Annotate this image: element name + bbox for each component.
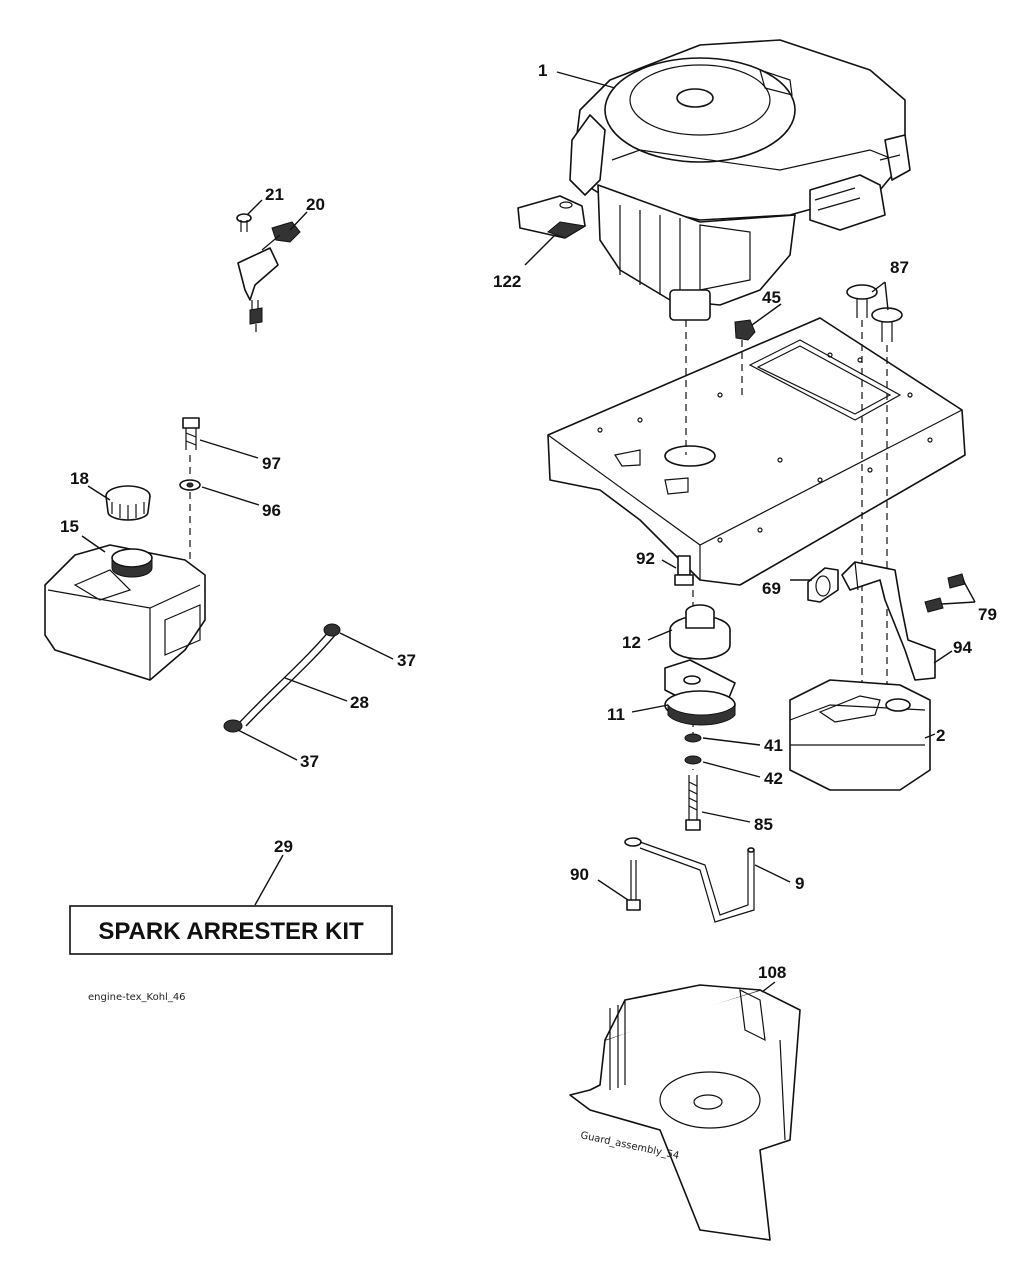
callout-2: 2 xyxy=(936,726,945,745)
callout-69: 69 xyxy=(762,579,781,598)
callout-108: 108 xyxy=(758,963,786,982)
spark-arrester-kit-label: SPARK ARRESTER KIT xyxy=(98,918,364,945)
callout-96: 96 xyxy=(262,501,281,520)
part-90-bolt xyxy=(626,860,641,911)
frame-plate xyxy=(547,317,966,586)
file-tag: engine-tex_Kohl_46 xyxy=(88,992,186,1003)
callout-9: 9 xyxy=(795,874,804,893)
callout-37-upper: 37 xyxy=(397,651,416,670)
leader-lines xyxy=(81,71,976,993)
part-97-bolt xyxy=(182,417,200,450)
callout-1: 1 xyxy=(538,61,547,80)
part-87-bolts xyxy=(846,284,903,342)
callout-29: 29 xyxy=(274,837,293,856)
callout-45: 45 xyxy=(762,288,781,307)
part-18-fuel-cap xyxy=(105,485,151,521)
callout-92: 92 xyxy=(636,549,655,568)
part-92-bolt xyxy=(674,555,694,586)
callout-28: 28 xyxy=(350,693,369,712)
callout-79: 79 xyxy=(978,605,997,624)
part-69-gasket xyxy=(807,567,839,603)
callout-42: 42 xyxy=(764,769,783,788)
spark-arrester-kit-box: SPARK ARRESTER KIT xyxy=(69,905,393,955)
callout-20: 20 xyxy=(306,195,325,214)
callout-97: 97 xyxy=(262,454,281,473)
part-45-nut xyxy=(734,319,756,341)
part-37-clamp-lower xyxy=(223,719,243,733)
part-28-fuel-line xyxy=(239,629,337,727)
callout-12: 12 xyxy=(622,633,641,652)
part-41-washer xyxy=(684,733,702,743)
callout-labels: 1 2 9 11 12 15 18 20 21 28 29 37 37 41 4… xyxy=(60,61,997,982)
callout-122: 122 xyxy=(493,272,521,291)
part-85-bolt xyxy=(685,775,701,831)
part-11-clutch xyxy=(664,659,736,726)
part-79-screws xyxy=(924,573,966,613)
part-94-exhaust-pipe xyxy=(841,561,936,681)
callout-11: 11 xyxy=(607,705,625,724)
part-42-washer xyxy=(684,755,702,765)
callout-85: 85 xyxy=(754,815,773,834)
part-15-fuel-tank xyxy=(44,544,206,681)
part-37-clamp-upper xyxy=(323,623,341,637)
callout-18: 18 xyxy=(70,469,89,488)
callout-21: 21 xyxy=(265,185,284,204)
engine-assembly xyxy=(569,39,911,321)
part-96-washer xyxy=(179,479,201,491)
part-108-guard xyxy=(569,984,801,1241)
callout-37-lower: 37 xyxy=(300,752,319,771)
callout-15: 15 xyxy=(60,517,79,536)
callout-94: 94 xyxy=(953,638,972,657)
part-122-bracket xyxy=(517,195,587,239)
callout-90: 90 xyxy=(570,865,589,884)
part-9-rod xyxy=(624,837,755,923)
part-20-throttle-control xyxy=(237,221,301,332)
callout-41: 41 xyxy=(764,736,783,755)
part-12-pulley xyxy=(669,604,731,660)
callout-87: 87 xyxy=(890,258,909,277)
part-2-muffler xyxy=(789,679,931,791)
part-21-screw xyxy=(236,213,252,232)
